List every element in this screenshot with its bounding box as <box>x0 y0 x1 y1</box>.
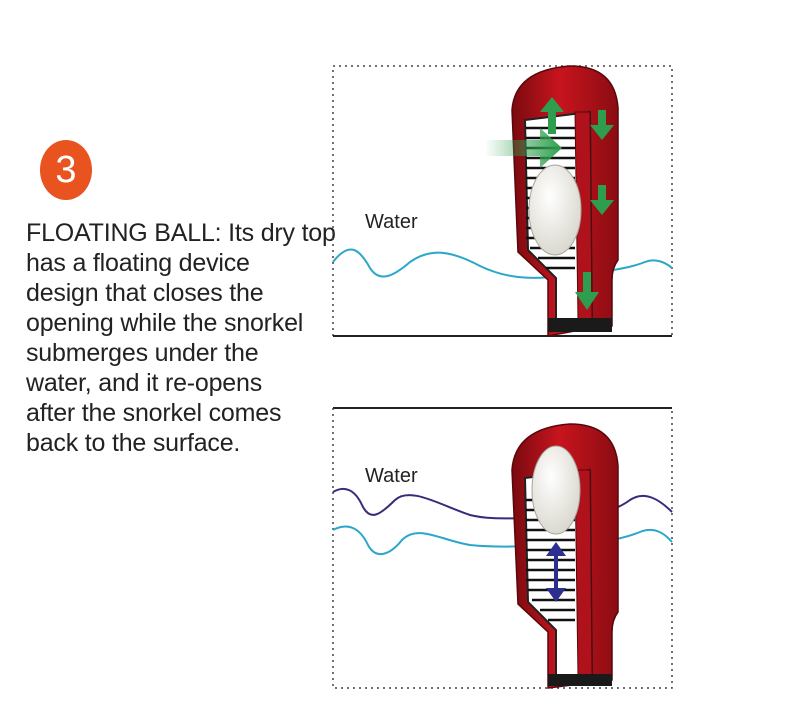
bottom-panel-frame <box>332 408 673 689</box>
description-line: design that closes the <box>26 279 264 307</box>
bottom-panel: Water <box>332 407 673 689</box>
step-number-badge: 3 <box>40 140 92 200</box>
description-line: water, and it re-opens <box>26 369 263 397</box>
water-line-deep <box>332 487 673 520</box>
description-line: submerges under the <box>26 339 259 367</box>
description-line: FLOATING BALL: Its dry top <box>26 219 336 247</box>
water-surface-line <box>332 248 673 279</box>
air-inlet-arrow <box>485 128 562 168</box>
snorkel-top-cutaway <box>511 65 619 337</box>
description-line: opening while the snorkel <box>26 309 304 337</box>
description-line: has a floating device <box>26 249 250 277</box>
top-panel-frame <box>332 65 673 336</box>
water-label: Water <box>365 211 418 233</box>
description-line: after the snorkel comes <box>26 399 282 427</box>
top-panel: Water <box>332 65 673 337</box>
air-flow-arrow <box>540 97 564 134</box>
float-direction-arrow-icon <box>546 542 566 602</box>
water-label: Water <box>365 465 418 487</box>
floating-ball <box>531 445 581 535</box>
air-flow-arrow <box>590 185 614 215</box>
step-number: 3 <box>55 149 77 191</box>
floating-ball <box>528 164 582 256</box>
water-line <box>332 525 673 555</box>
air-flow-arrow <box>575 272 599 310</box>
description-text: FLOATING BALL: Its dry top has a floatin… <box>26 218 336 458</box>
airflow-arrows <box>485 97 614 310</box>
description-line: back to the surface. <box>26 429 241 457</box>
air-flow-arrow <box>590 110 614 140</box>
